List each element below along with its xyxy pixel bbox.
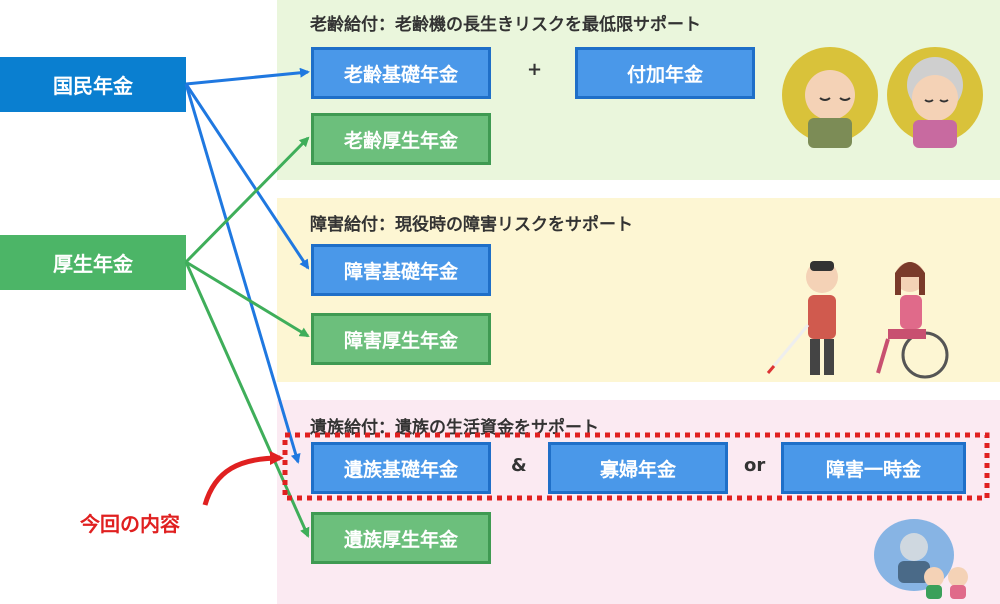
arrow-kokumin-survivor [184, 83, 301, 464]
old-age-basic-box: 老齢基礎年金 [311, 47, 491, 99]
disability-title: 障害給付：現役時の障害リスクをサポート [310, 215, 633, 235]
arrow-kokumin-old-age [185, 67, 310, 86]
disability-employee-box: 障害厚生年金 [311, 313, 491, 365]
arrow-kokumin-disability [184, 83, 310, 270]
kosei-nenkin-box: 厚生年金 [0, 235, 186, 290]
ampersand: & [511, 455, 527, 476]
callout-arrow [202, 451, 284, 506]
widow-pension-box: 寡婦年金 [548, 442, 728, 494]
kokumin-nenkin-box: 国民年金 [0, 57, 186, 112]
plus-sign: + [527, 59, 543, 80]
addon-pension-box: 付加年金 [575, 47, 755, 99]
survivor-basic-box: 遺族基礎年金 [311, 442, 491, 494]
lump-sum-box: 障害一時金 [781, 442, 966, 494]
elderly-couple-illustration [782, 47, 983, 148]
disability-people-illustration [766, 261, 949, 379]
arrow-kosei-old-age [184, 136, 310, 264]
or-label: or [744, 455, 766, 476]
arrow-kosei-disability [185, 260, 310, 338]
old-age-title: 老齢給付：老齢機の長生きリスクを最低限サポート [310, 15, 701, 35]
callout-label: 今回の内容 [80, 512, 180, 536]
survivor-employee-box: 遺族厚生年金 [311, 512, 491, 564]
arrow-kosei-survivor [184, 261, 310, 538]
old-age-employee-box: 老齢厚生年金 [311, 113, 491, 165]
highlight-frame [282, 432, 990, 501]
disability-basic-box: 障害基礎年金 [311, 244, 491, 296]
survivor-family-illustration [874, 519, 968, 599]
